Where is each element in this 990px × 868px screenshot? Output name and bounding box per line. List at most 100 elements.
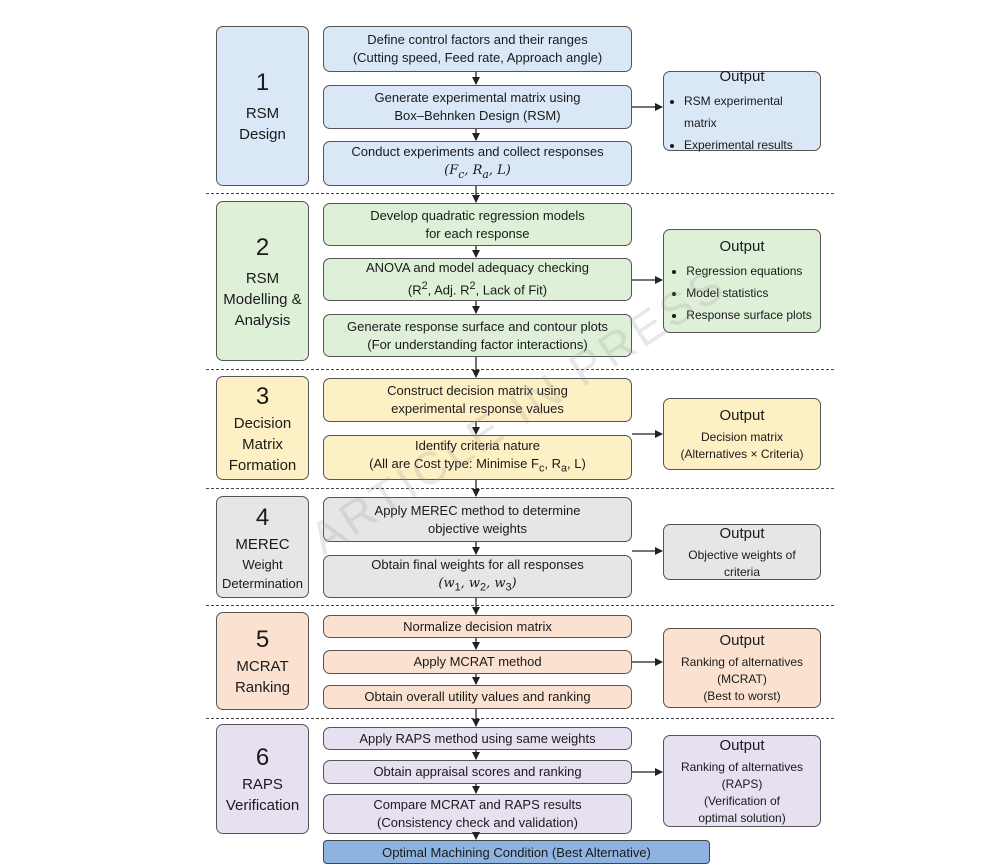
- step-text-line: Apply MCRAT method: [413, 654, 542, 669]
- stage-5-number: 5: [255, 626, 270, 653]
- formula-part: , Lack of Fit): [475, 282, 548, 298]
- stage-4-box: 4 MEREC Weight Determination: [216, 496, 309, 598]
- separator-2: [206, 369, 834, 370]
- stage-5-box: 5 MCRAT Ranking: [216, 612, 309, 710]
- formula-part: , R: [544, 456, 561, 472]
- step-text-line: Generate response surface and contour pl…: [347, 318, 608, 334]
- stage-4-number: 4: [255, 503, 270, 531]
- step-anova-adequacy: ANOVA and model adequacy checking (R2, A…: [323, 258, 632, 301]
- step-text-line: Obtain appraisal scores and ranking: [373, 764, 582, 779]
- formula-sub: 3: [505, 581, 512, 594]
- output-title: Output: [719, 524, 765, 542]
- stage-5-label-line-2: Ranking: [234, 679, 291, 696]
- step-text-line: Obtain overall utility values and rankin…: [364, 689, 591, 704]
- step-appraisal-scores: Obtain appraisal scores and ranking: [323, 760, 632, 784]
- formula-sub: 2: [480, 581, 487, 594]
- step-response-surface-plots: Generate response surface and contour pl…: [323, 314, 632, 357]
- stage-6-label-line-2: Verification: [225, 797, 300, 814]
- step-apply-merec: Apply MEREC method to determine objectiv…: [323, 497, 632, 542]
- formula-sup: 2: [469, 280, 476, 293]
- step-apply-raps: Apply RAPS method using same weights: [323, 727, 632, 750]
- stage-6-label-line-1: RAPS: [242, 776, 283, 793]
- step-identify-criteria-nature: Identify criteria nature (All are Cost t…: [323, 435, 632, 480]
- stage-6-box: 6 RAPS Verification: [216, 724, 309, 834]
- formula-part: , L): [567, 456, 586, 472]
- step-develop-regression-models: Develop quadratic regression models for …: [323, 203, 632, 246]
- formula-part: (F: [444, 163, 459, 179]
- output-item: Response surface plots: [686, 304, 811, 326]
- output-item: RSM experimental matrix: [684, 90, 814, 134]
- step-text-line: Obtain final weights for all responses: [371, 557, 584, 573]
- step-text-line: Identify criteria nature: [414, 438, 540, 454]
- step-obtain-final-weights: Obtain final weights for all responses (…: [323, 555, 632, 598]
- stage-3-label-line-1: Decision: [233, 414, 292, 432]
- formula-sub: 1: [454, 581, 461, 594]
- output-title: Output: [719, 736, 765, 754]
- output-line: Objective weights of criteria: [688, 547, 796, 579]
- formula-part: , L): [488, 163, 511, 179]
- stage-4-label-line-1: MEREC: [235, 535, 290, 553]
- formula-sub: c: [458, 167, 465, 181]
- step-text-line: Develop quadratic regression models: [370, 207, 585, 223]
- stage-1-label-line-2: Design: [239, 126, 286, 143]
- step-text-line: Normalize decision matrix: [403, 618, 552, 634]
- final-optimal-condition-box: Optimal Machining Condition (Best Altern…: [323, 840, 710, 864]
- step-text-line: experimental response values: [391, 401, 564, 416]
- stage-6-number: 6: [255, 744, 270, 771]
- output-line: (Best to worst): [703, 689, 781, 703]
- stage-1-label-line-1: RSM: [245, 105, 280, 122]
- step-apply-mcrat: Apply MCRAT method: [323, 650, 632, 674]
- step-formula-line: (R2, Adj. R2, Lack of Fit): [408, 277, 547, 299]
- step-text-line: (For understanding factor interactions): [367, 336, 588, 352]
- separator-3: [206, 488, 834, 489]
- step-generate-experimental-matrix: Generate experimental matrix using Box–B…: [323, 85, 632, 129]
- step-define-control-factors: Define control factors and their ranges …: [323, 26, 632, 72]
- separator-5: [206, 718, 834, 719]
- output-box-1: Output RSM experimental matrix Experimen…: [663, 68, 821, 152]
- output-item: Experimental results: [684, 134, 814, 156]
- formula-sup: 2: [421, 280, 428, 293]
- step-text-line: Construct decision matrix using: [387, 383, 568, 398]
- stage-2-box: 2 RSM Modelling & Analysis: [216, 201, 309, 361]
- formula-sub: a: [560, 462, 568, 475]
- stage-2-label-line-2: Modelling &: [223, 290, 302, 308]
- step-text-line: for each response: [425, 225, 530, 241]
- formula-part: , Adj. R: [427, 282, 470, 298]
- step-text-line: Apply MEREC method to determine: [374, 502, 581, 518]
- output-title: Output: [719, 406, 765, 424]
- output-box-4: Output Objective weights of criteria: [663, 524, 821, 580]
- step-formula-line: (Fc, Ra, L): [444, 161, 511, 184]
- step-text-line: (Cutting speed, Feed rate, Approach angl…: [352, 50, 603, 65]
- stage-1-box: 1 RSM Design: [216, 26, 309, 186]
- step-text-line: (Consistency check and validation): [377, 815, 578, 830]
- output-line: Decision matrix: [700, 429, 784, 444]
- step-text-line: ANOVA and model adequacy checking: [365, 260, 590, 276]
- stage-1-number: 1: [255, 69, 270, 96]
- formula-sub: c: [538, 462, 545, 475]
- formula-part: (All are Cost type: Minimise F: [369, 456, 539, 472]
- stage-4-label-line-3: Determination: [222, 575, 303, 591]
- output-title: Output: [719, 237, 765, 255]
- formula-part: , w: [460, 576, 481, 592]
- output-list: RSM experimental matrix Experimental res…: [670, 90, 814, 156]
- formula-part: , R: [464, 163, 483, 179]
- output-box-3: Output Decision matrix (Alternatives × C…: [663, 398, 821, 470]
- output-line: (RAPS): [721, 776, 763, 791]
- formula-part: ): [511, 576, 517, 592]
- formula-sub: a: [482, 167, 489, 181]
- output-line: (Alternatives × Criteria): [680, 446, 804, 461]
- stage-4-label-line-2: Weight: [242, 556, 283, 572]
- step-utility-ranking: Obtain overall utility values and rankin…: [323, 685, 632, 709]
- step-text-line: Compare MCRAT and RAPS results: [373, 797, 582, 812]
- output-title: Output: [719, 67, 765, 85]
- separator-1: [206, 193, 834, 194]
- stage-5-label-line-1: MCRAT: [236, 658, 289, 675]
- stage-3-label-line-2: Matrix: [242, 435, 283, 453]
- formula-part: (R: [407, 282, 422, 298]
- output-line: (Verification of: [703, 793, 781, 808]
- stage-2-label-line-1: RSM: [245, 269, 280, 287]
- step-text-line: Conduct experiments and collect response…: [351, 144, 604, 160]
- output-line: optimal solution): [698, 810, 786, 825]
- stage-3-box: 3 Decision Matrix Formation: [216, 376, 309, 480]
- step-text-line: objective weights: [428, 520, 527, 536]
